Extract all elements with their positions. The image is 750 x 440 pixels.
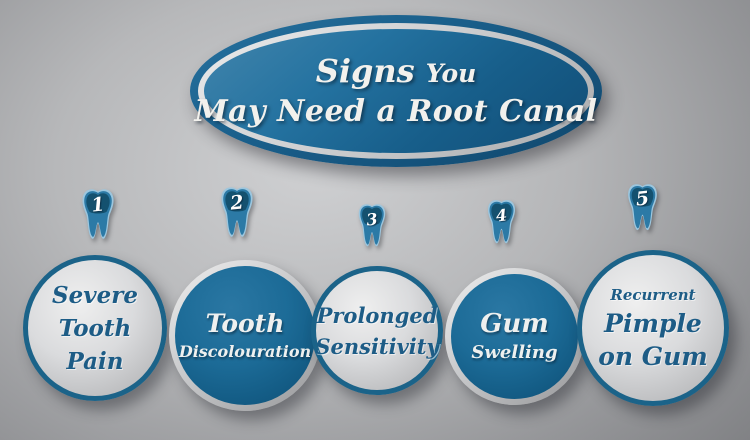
tooth-icon-glyph: [82, 189, 114, 239]
sign-line: Discolouration: [178, 341, 312, 361]
sign-line: Tooth: [205, 308, 285, 338]
page-title-line2: May Need a Root Canal: [194, 93, 598, 129]
sign-circle-recurrent-pimple-on-gum: Recurrent Pimple on Gum: [577, 250, 729, 406]
sign-circle-fill: Gum Swelling: [451, 274, 578, 399]
sign-circle-severe-tooth-pain: Severe Tooth Pain: [23, 255, 167, 401]
sign-line: Recurrent: [610, 286, 696, 304]
tooth-number: 5: [634, 187, 651, 211]
title-word-you: You: [425, 58, 477, 88]
tooth-icon: 2: [217, 186, 257, 240]
title-oval-ring: Signs You May Need a Root Canal: [194, 23, 597, 159]
sign-line: Gum: [480, 308, 549, 339]
tooth-icon-glyph: [221, 187, 253, 237]
sign-line: Pain: [66, 347, 124, 375]
tooth-icon-glyph: [487, 200, 516, 244]
sign-circle-fill: Tooth Discolouration: [175, 266, 315, 405]
sign-circle-prolonged-sensitivity: Prolonged Sensitivity: [311, 266, 443, 395]
sign-line: Pimple: [604, 309, 702, 338]
tooth-number: 3: [365, 209, 379, 230]
sign-circle-tooth-discolouration: Tooth Discolouration: [169, 260, 321, 411]
page-title-line1: Signs You: [316, 52, 477, 93]
tooth-icon: 1: [78, 188, 118, 242]
title-oval-inner: Signs You May Need a Root Canal: [194, 29, 597, 153]
sign-line: on Gum: [598, 342, 708, 371]
tooth-icon-glyph: [358, 204, 386, 247]
sign-line: Swelling: [471, 341, 558, 363]
tooth-icon: 5: [624, 182, 661, 234]
sign-line: Sensitivity: [315, 333, 439, 359]
sign-circle-gum-swelling: Gum Swelling: [445, 268, 584, 405]
sign-line: Tooth: [58, 314, 132, 342]
tooth-number: 4: [494, 205, 509, 226]
title-word-signs: Signs: [315, 51, 415, 90]
tooth-icon-glyph: [628, 184, 657, 231]
tooth-icon: 4: [484, 199, 519, 246]
title-oval: Signs You May Need a Root Canal: [190, 15, 602, 167]
sign-line: Prolonged: [316, 302, 438, 328]
sign-line: Severe: [52, 281, 138, 309]
tooth-icon: 3: [355, 203, 389, 249]
